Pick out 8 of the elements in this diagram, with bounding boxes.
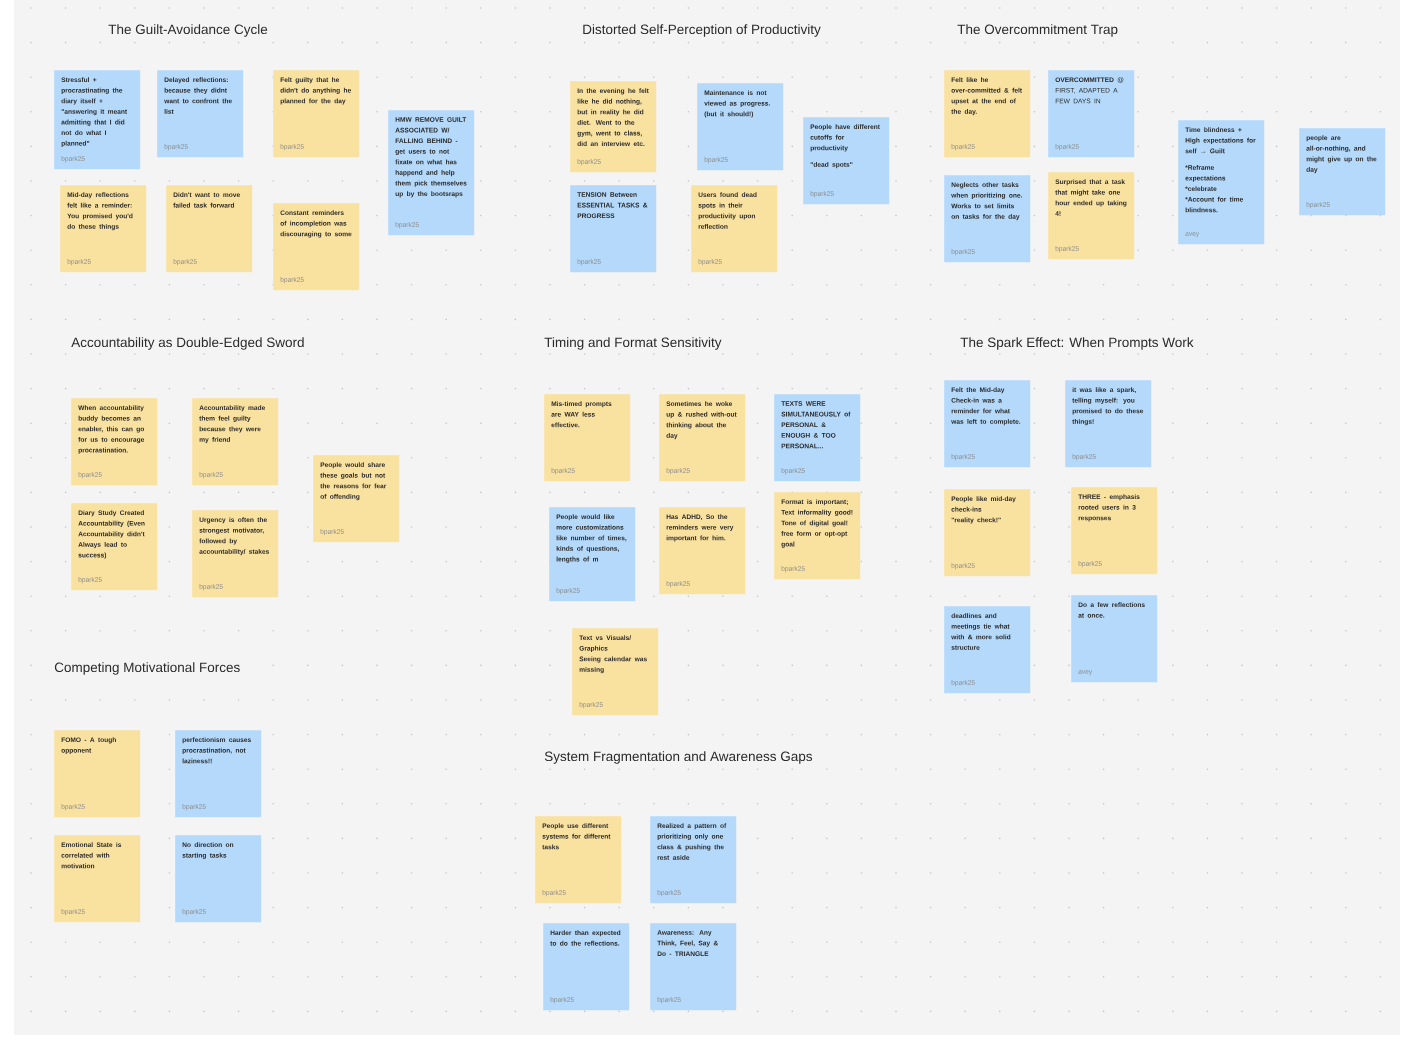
- section-heading: The Overcommitment Trap: [957, 24, 1118, 37]
- section-heading: The Spark Effect: When Prompts Work: [960, 337, 1194, 350]
- section-heading: Competing Motivational Forces: [54, 662, 240, 675]
- section-heading: The Guilt-Avoidance Cycle: [108, 24, 268, 37]
- section-heading: Accountability as Double-Edged Sword: [71, 337, 304, 350]
- section-heading: Timing and Format Sensitivity: [544, 337, 722, 350]
- section-heading: Distorted Self-Perception of Productivity: [583, 24, 821, 37]
- section-heading: System Fragmentation and Awareness Gaps: [544, 751, 813, 764]
